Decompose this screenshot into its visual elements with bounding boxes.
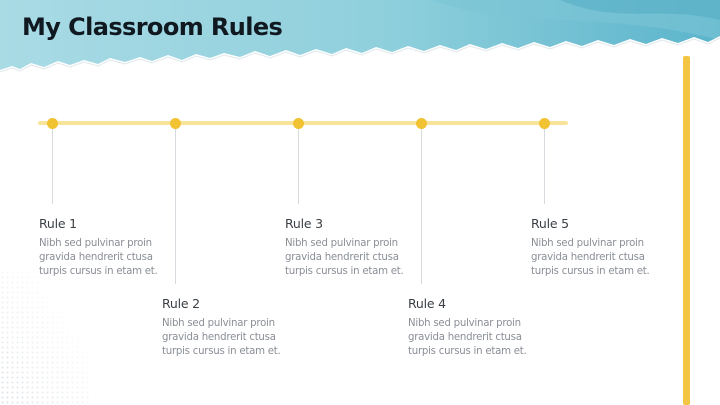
rule-text: Nibh sed pulvinar proin gravida hendreri… <box>285 238 404 277</box>
dot-texture <box>0 270 90 405</box>
timeline-dot-2 <box>169 117 181 129</box>
rule-title: Rule 5 <box>531 216 569 231</box>
rule-title: Rule 4 <box>408 296 446 311</box>
header-band <box>0 0 720 80</box>
connector-2 <box>175 128 176 284</box>
rule-text: Nibh sed pulvinar proin gravida hendreri… <box>39 238 158 277</box>
rule-title: Rule 1 <box>39 216 77 231</box>
timeline-dot-5 <box>538 117 550 129</box>
slide-title: My Classroom Rules <box>22 13 283 41</box>
rule-2: Rule 2 Nibh sed pulvinar proin gravida h… <box>162 296 294 359</box>
connector-3 <box>298 128 299 204</box>
rule-5: Rule 5 Nibh sed pulvinar proin gravida h… <box>531 216 663 279</box>
rule-title: Rule 3 <box>285 216 323 231</box>
timeline-dot-3 <box>292 117 304 129</box>
accent-bar <box>683 56 690 405</box>
rule-text: Nibh sed pulvinar proin gravida hendreri… <box>162 318 281 357</box>
connector-4 <box>421 128 422 284</box>
connector-5 <box>544 128 545 204</box>
timeline-dot-4 <box>415 117 427 129</box>
rule-4: Rule 4 Nibh sed pulvinar proin gravida h… <box>408 296 540 359</box>
rule-text: Nibh sed pulvinar proin gravida hendreri… <box>408 318 527 357</box>
rule-text: Nibh sed pulvinar proin gravida hendreri… <box>531 238 650 277</box>
rule-title: Rule 2 <box>162 296 200 311</box>
timeline-dot-1 <box>46 117 58 129</box>
rule-1: Rule 1 Nibh sed pulvinar proin gravida h… <box>39 216 171 279</box>
connector-1 <box>52 128 53 204</box>
rule-3: Rule 3 Nibh sed pulvinar proin gravida h… <box>285 216 417 279</box>
